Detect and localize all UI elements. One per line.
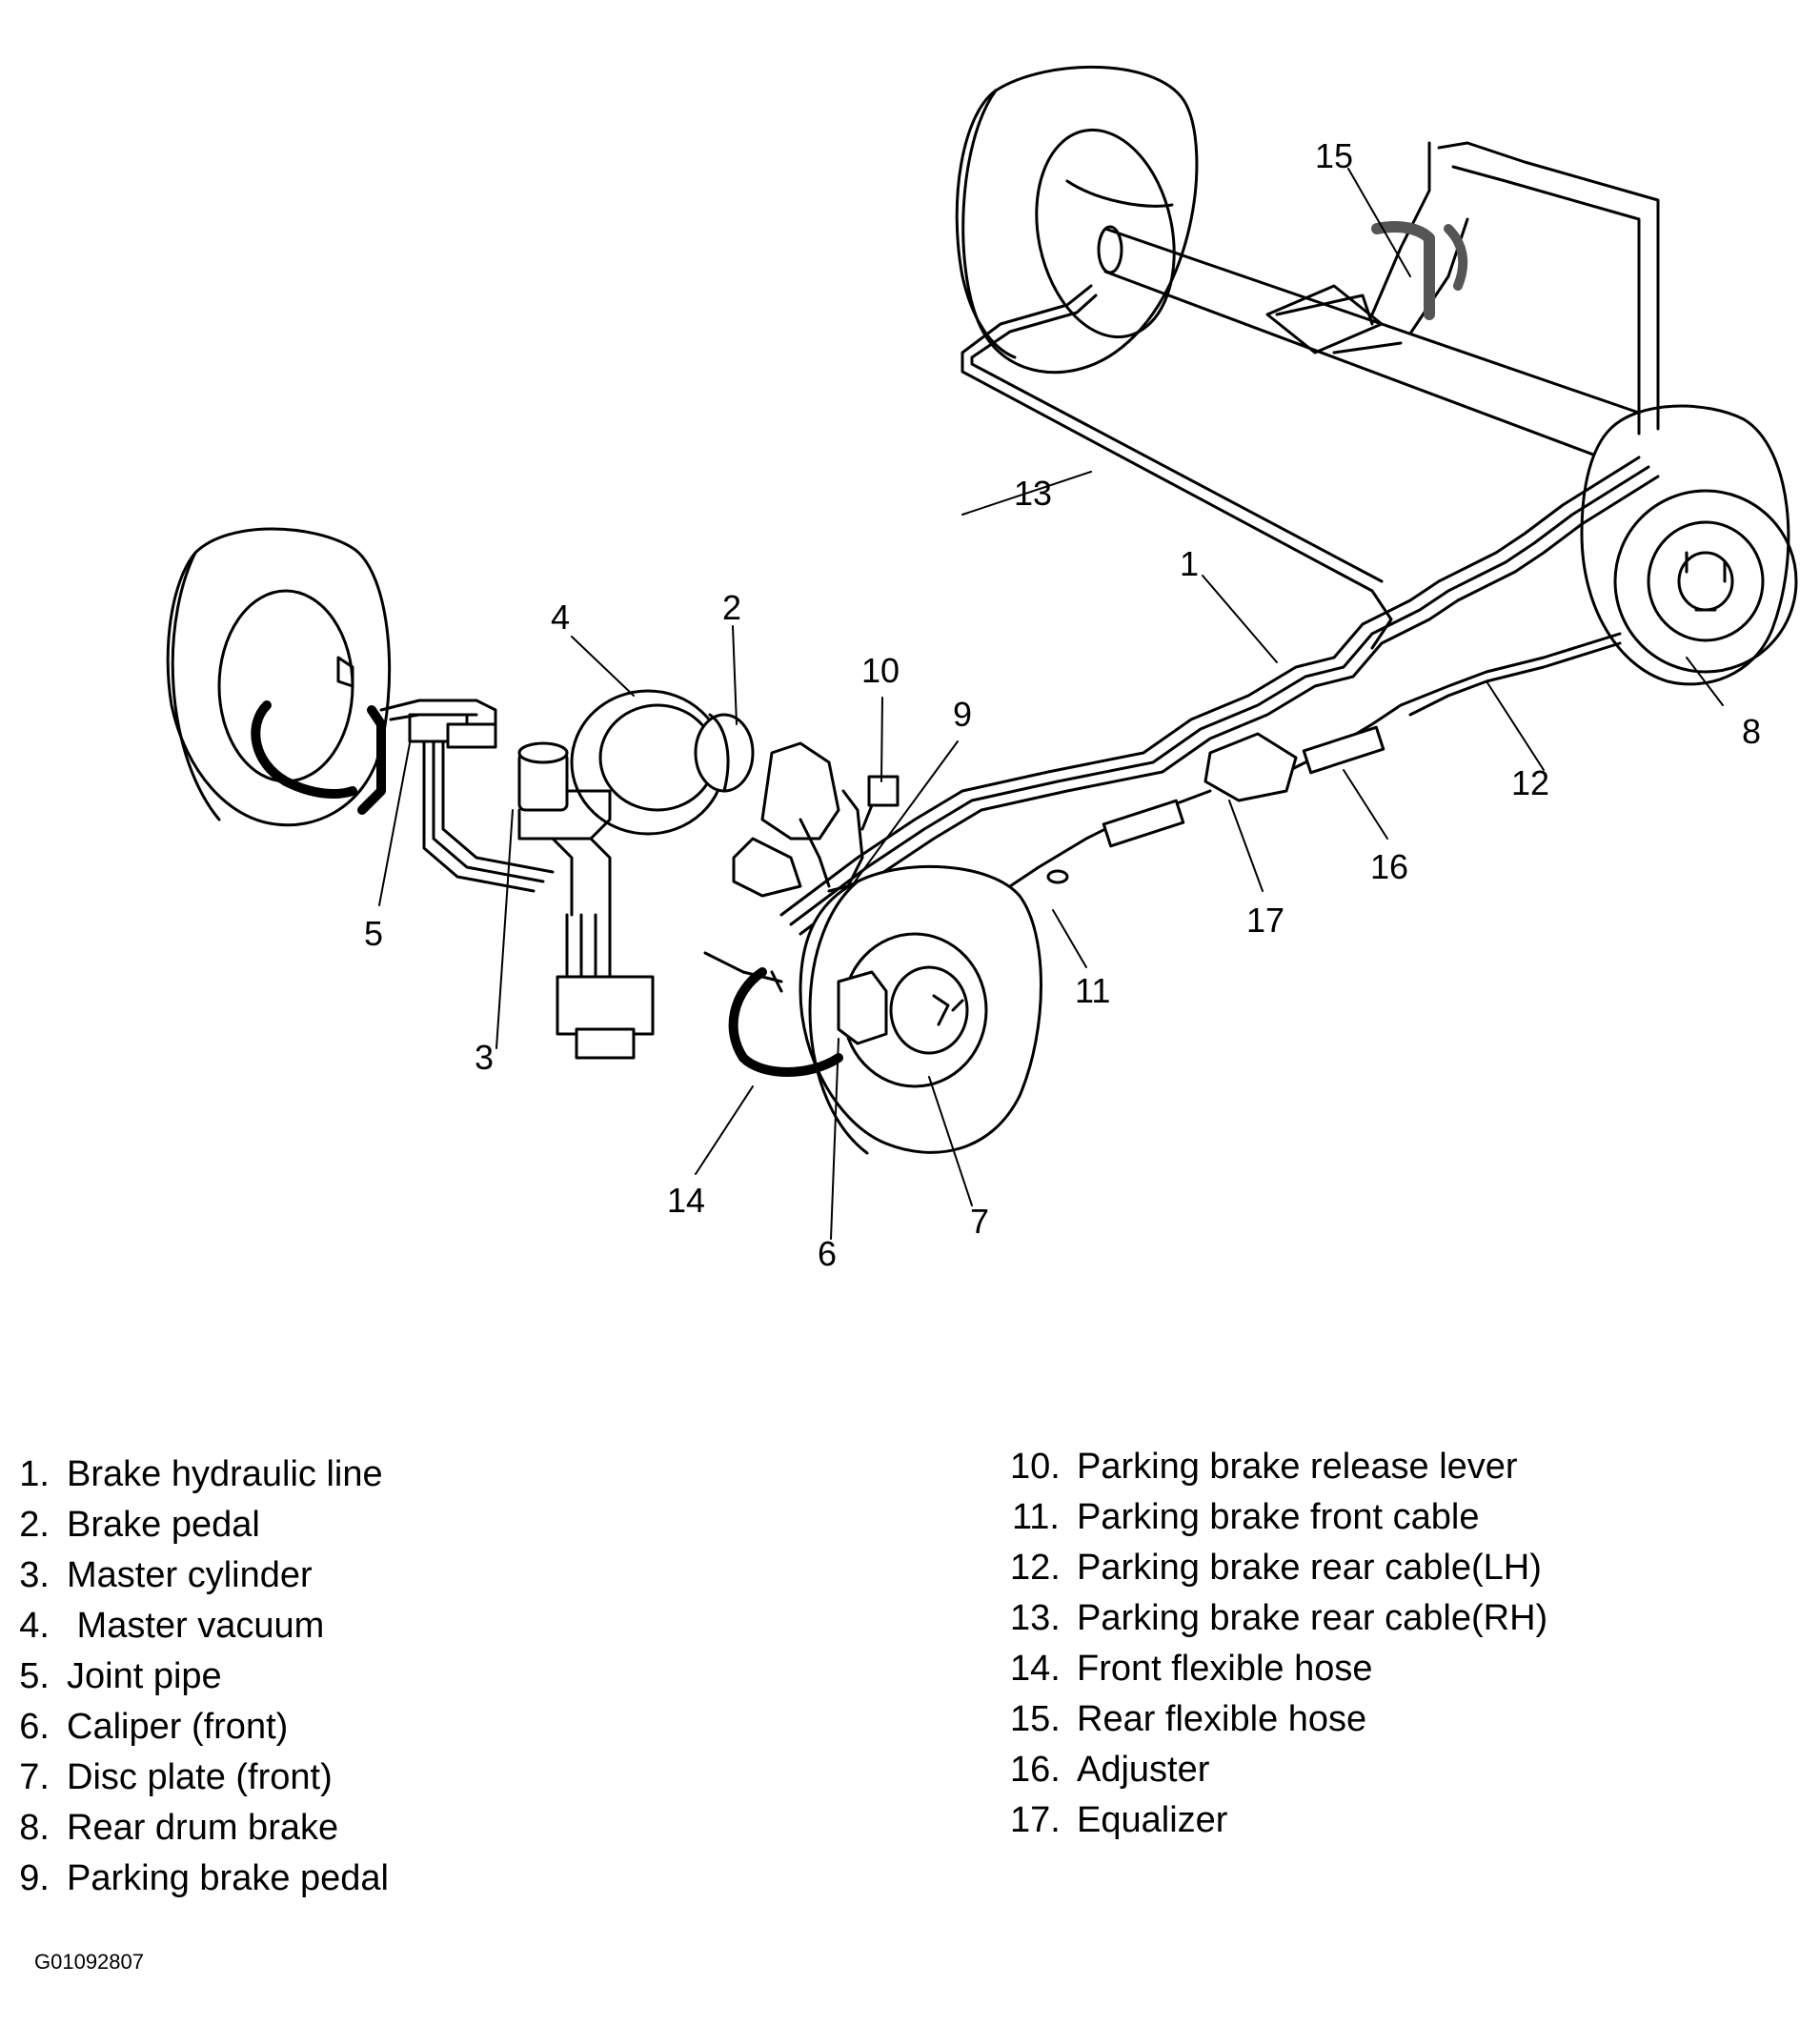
legend-text: Caliper (front)	[67, 1707, 289, 1747]
callout-5: 5	[364, 914, 384, 953]
legend-text: Parking brake pedal	[67, 1858, 389, 1898]
legend-number: 11.	[1011, 1497, 1060, 1537]
joint-pipe	[379, 699, 555, 893]
legend-number: 2.	[19, 1505, 50, 1545]
legend-item: 1. Brake hydraulic line	[0, 1454, 383, 1494]
legend-number: 5.	[19, 1656, 50, 1696]
legend-item: 15. Rear flexible hose	[1010, 1701, 1366, 1737]
legend-number: 3.	[19, 1555, 50, 1595]
legend-number: 14.	[1010, 1649, 1061, 1689]
legend-number: 1.	[19, 1454, 50, 1494]
legend-text: Parking brake release lever	[1077, 1447, 1518, 1487]
legend-item: 14. Front flexible hose	[1010, 1651, 1373, 1687]
legend-text: Joint pipe	[67, 1656, 222, 1696]
legend-number: 17.	[1010, 1800, 1061, 1840]
legend-item: 4. Master vacuum	[0, 1608, 324, 1644]
legend-item: 16. Adjuster	[1010, 1752, 1209, 1788]
legend-item: 11. Parking brake front cable	[1010, 1499, 1479, 1535]
callout-12: 12	[1511, 763, 1550, 802]
callout-4: 4	[551, 598, 571, 637]
legend-item: 5. Joint pipe	[0, 1656, 222, 1696]
legend-number: 12.	[1010, 1548, 1061, 1588]
leader-lines	[378, 168, 1724, 1240]
parking-brake-rear-cable-rh	[961, 284, 1393, 650]
legend-text: Disc plate (front)	[67, 1757, 333, 1797]
legend-text: Rear flexible hose	[1077, 1699, 1367, 1739]
callout-7: 7	[970, 1202, 990, 1241]
legend-item: 10. Parking brake release lever	[1010, 1449, 1518, 1485]
legend-text: Master vacuum	[67, 1606, 325, 1646]
rear-right-drum-wheel	[1580, 404, 1798, 686]
legend-text: Parking brake rear cable(LH)	[1077, 1548, 1542, 1588]
legend-number: 7.	[19, 1757, 50, 1797]
legend-text: Adjuster	[1077, 1750, 1210, 1790]
legend-text: Parking brake front cable	[1077, 1497, 1480, 1537]
legend-number: 4.	[19, 1606, 50, 1646]
legend-number: 9.	[19, 1858, 50, 1898]
legend-item: 17. Equalizer	[1010, 1802, 1227, 1838]
front-right-wheel	[703, 864, 1042, 1155]
legend-text: Front flexible hose	[1077, 1649, 1373, 1689]
legend-number: 10.	[1010, 1447, 1061, 1487]
callout-2: 2	[722, 588, 742, 627]
callout-10: 10	[861, 651, 900, 690]
legend-item: 8. Rear drum brake	[0, 1810, 338, 1846]
callout-1: 1	[1180, 544, 1200, 583]
legend-item: 2. Brake pedal	[0, 1507, 260, 1543]
legend-text: Brake hydraulic line	[67, 1454, 383, 1494]
legend-number: 13.	[1010, 1598, 1061, 1638]
legend-item: 12. Parking brake rear cable(LH)	[1010, 1550, 1542, 1586]
figure-id: G01092807	[34, 1950, 144, 1974]
callout-6: 6	[818, 1234, 838, 1273]
legend-item: 7. Disc plate (front)	[0, 1757, 333, 1797]
legend-item: 9. Parking brake pedal	[0, 1860, 389, 1896]
legend-item: 13. Parking brake rear cable(RH)	[1010, 1600, 1547, 1636]
callout-3: 3	[475, 1038, 495, 1077]
legend-number: 15.	[1010, 1699, 1061, 1739]
callout-8: 8	[1742, 712, 1762, 751]
legend-text: Master cylinder	[67, 1555, 313, 1595]
master-cylinder	[517, 741, 655, 1060]
legend-item: 6. Caliper (front)	[0, 1709, 288, 1745]
legend-number: 6.	[19, 1707, 50, 1747]
callout-11: 11	[1075, 971, 1111, 1010]
legend-text: Parking brake rear cable(RH)	[1077, 1598, 1548, 1638]
legend-number: 8.	[19, 1808, 50, 1848]
pedal-assembly	[732, 741, 900, 898]
master-vacuum	[570, 689, 755, 836]
callout-15: 15	[1315, 136, 1354, 175]
callout-14: 14	[667, 1181, 706, 1220]
brake-system-diagram	[166, 65, 1798, 1240]
legend-text: Equalizer	[1077, 1800, 1228, 1840]
legend-number: 16.	[1010, 1750, 1061, 1790]
callout-17: 17	[1246, 901, 1285, 940]
legend-text: Brake pedal	[67, 1505, 260, 1545]
legend-item: 3. Master cylinder	[0, 1555, 313, 1595]
legend-text: Rear drum brake	[67, 1808, 339, 1848]
brake-hydraulic-line	[779, 456, 1660, 936]
callout-16: 16	[1370, 847, 1409, 886]
rear-left-wheel	[955, 65, 1199, 375]
callout-9: 9	[953, 695, 973, 734]
rear-axle	[1097, 225, 1660, 474]
callout-13: 13	[1014, 474, 1053, 513]
front-left-wheel	[166, 527, 392, 827]
rear-brake-pipes	[1275, 141, 1660, 436]
